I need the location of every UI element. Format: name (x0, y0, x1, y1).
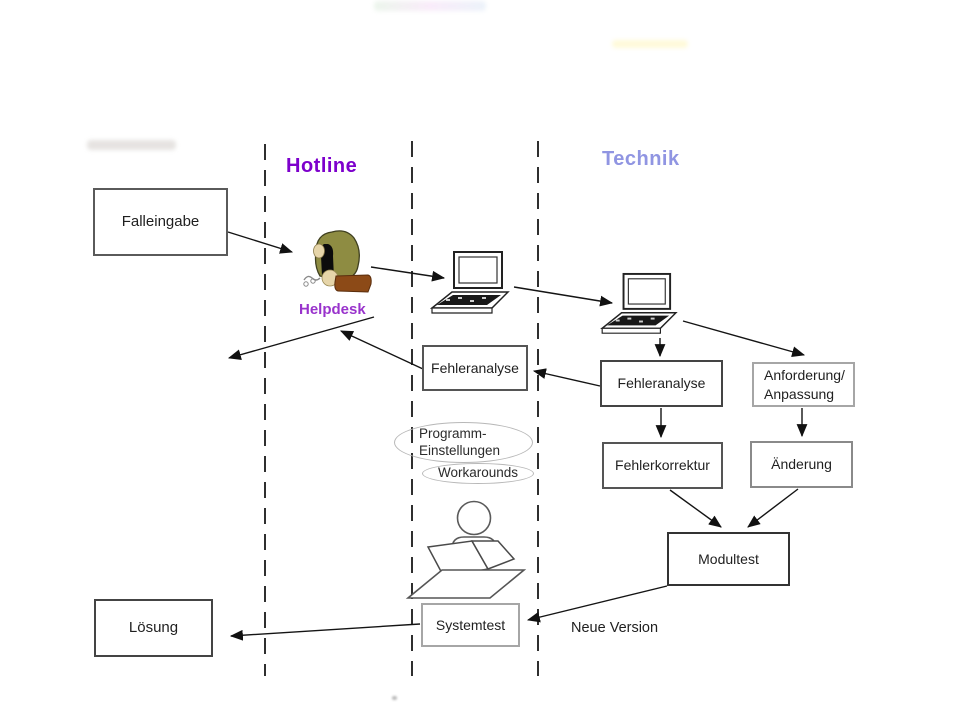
box-loesung: Lösung (94, 599, 213, 657)
laptop-icon (429, 251, 510, 314)
arrow-helpdesk-to-caller (227, 316, 375, 360)
arrow-falleingabe-to-helpdesk (227, 231, 294, 254)
lane-label-hotline: Hotline (286, 155, 358, 177)
neue-version-label: Neue Version (571, 620, 659, 636)
stray-dot (392, 696, 397, 700)
laptop-icon (600, 272, 678, 334)
box-modultest: Modultest (667, 532, 790, 586)
arrow-systemtest-to-loesung (229, 623, 421, 641)
faded-yellow-smudge (612, 40, 688, 48)
faded-title-smudge (374, 1, 486, 11)
box-falleingabe: Falleingabe (93, 188, 228, 256)
arrow-fehleranalyse-technik-to-hotline (532, 368, 601, 387)
arrow-aenderung-to-modultest (747, 488, 799, 528)
box-fehleranalyse-hotline: Fehleranalyse (422, 345, 528, 391)
arrow-hotline-laptop-to-technik-laptop (513, 286, 614, 307)
arrow-helpdesk-to-hotline-laptop (370, 266, 446, 282)
arrow-fehlerkorrektur-to-modultest (669, 489, 722, 528)
ellipse-workarounds: Workarounds (422, 463, 534, 484)
ellipse-programm-einstellungen: Programm- Einstellungen (394, 422, 533, 463)
arrow-modultest-to-systemtest (526, 585, 668, 623)
lane-label-technik: Technik (602, 148, 680, 170)
helpdesk-person-icon (303, 230, 372, 293)
arrow-fehleranalyse-hotline-to-helpdesk (340, 330, 424, 370)
person-at-desk-icon (405, 500, 527, 599)
box-fehlerkorrektur: Fehlerkorrektur (602, 442, 723, 489)
box-systemtest: Systemtest (421, 603, 520, 647)
faded-left-smudge (87, 140, 176, 150)
box-anforderung-anpassung: Anforderung/ Anpassung (752, 362, 855, 407)
box-fehleranalyse-technik: Fehleranalyse (600, 360, 723, 407)
box-aenderung: Änderung (750, 441, 853, 488)
arrow-technik-laptop-to-anforderung (682, 320, 806, 357)
helpdesk-label: Helpdesk (299, 301, 366, 318)
